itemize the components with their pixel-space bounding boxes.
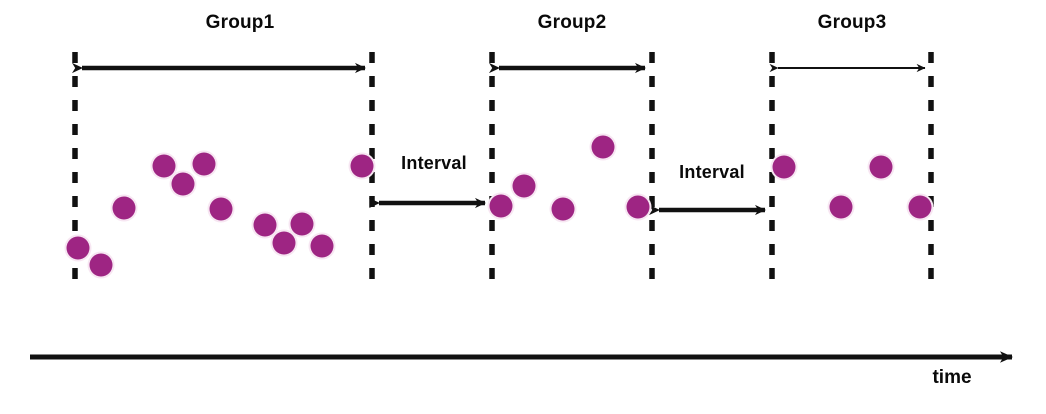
time-axis-label: time [932, 367, 972, 388]
data-point-group1-11 [310, 234, 334, 258]
data-point-group2-4 [591, 135, 615, 159]
data-point-group1-5 [171, 172, 195, 196]
interval-label-1: Interval [401, 153, 467, 173]
data-point-group3-3 [869, 155, 893, 179]
data-point-group1-3 [112, 196, 136, 220]
data-point-group2-5 [626, 195, 650, 219]
data-point-group1-12 [350, 154, 374, 178]
data-point-group3-2 [829, 195, 853, 219]
data-point-group3-4 [908, 195, 932, 219]
data-point-group1-8 [253, 213, 277, 237]
interval-span-arrows [369, 197, 766, 216]
data-point-group1-2 [89, 253, 113, 277]
data-point-group1-9 [272, 231, 296, 255]
group-label-group2: Group2 [537, 12, 607, 33]
data-point-group3-1 [772, 155, 796, 179]
data-point-group1-6 [192, 152, 216, 176]
interval-label-2: Interval [679, 162, 745, 182]
data-point-group2-2 [512, 174, 536, 198]
group-label-group1: Group1 [205, 12, 275, 33]
data-point-group1-7 [209, 197, 233, 221]
data-point-group1-10 [290, 212, 314, 236]
data-point-group2-1 [489, 194, 513, 218]
data-point-group1-1 [66, 236, 90, 260]
data-point-group1-4 [152, 154, 176, 178]
event-points [64, 133, 934, 279]
group-label-group3: Group3 [817, 12, 887, 33]
data-point-group2-3 [551, 197, 575, 221]
